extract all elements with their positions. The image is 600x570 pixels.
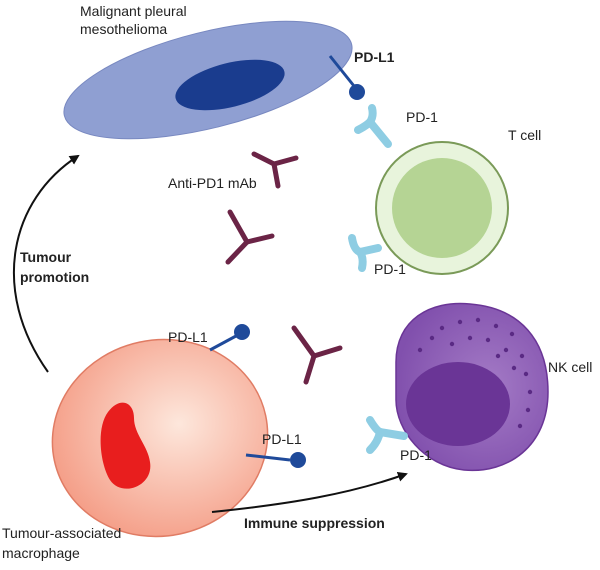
t-cell [375, 141, 509, 275]
macrophage-nucleus [100, 402, 151, 489]
pd1-receptor-tcell-bottom [348, 234, 382, 272]
anti-pd1-antibody-3 [291, 325, 343, 385]
t-cell-inner [392, 158, 492, 258]
nk-cell-granules [417, 317, 533, 429]
pdl1-mac-bottom-label: PD-L1 [262, 431, 302, 447]
anti-pd1-label: Anti-PD1 mAb [168, 175, 257, 191]
pdl1-meso-label: PD-L1 [354, 49, 395, 65]
pd1-receptor-nk [366, 416, 408, 454]
pdl1-mac-top-label: PD-L1 [168, 329, 208, 345]
immune-suppression-label: Immune suppression [244, 515, 385, 531]
pd1-nk-label: PD-1 [400, 447, 432, 463]
pd1-receptor-tcell-top [354, 104, 392, 148]
mesothelioma-cell [63, 20, 353, 140]
nk-cell-label: NK cell [548, 359, 592, 375]
tumour-promotion-label-line2: promotion [20, 269, 89, 285]
tumour-promotion-label-line1: Tumour [20, 249, 72, 265]
mesothelioma-nucleus [175, 59, 285, 111]
pdl1-ligand-macrophage-bottom [245, 452, 306, 468]
anti-pd1-antibody-2 [225, 209, 275, 265]
macrophage-label-line1: Tumour-associated [2, 525, 121, 541]
mesothelioma-label-line2: mesothelioma [80, 21, 167, 37]
nk-cell-nucleus [406, 362, 510, 446]
pd1-top-label: PD-1 [406, 109, 438, 125]
macrophage-body [51, 338, 269, 538]
tumour-promotion-arrow [12, 154, 80, 373]
pdl1-ligand-macrophage-top [209, 324, 250, 352]
pdl1-ligand-mesothelioma [328, 55, 365, 100]
t-cell-label: T cell [508, 127, 541, 143]
mesothelioma-label-line1: Malignant pleural [80, 3, 187, 19]
nk-cell [395, 302, 549, 472]
pd1-bottom-label: PD-1 [374, 261, 406, 277]
anti-pd1-antibody-1 [251, 151, 299, 189]
tumour-associated-macrophage [51, 338, 269, 538]
macrophage-label-line2: macrophage [2, 545, 80, 561]
immune-suppression-arrow [211, 471, 408, 513]
